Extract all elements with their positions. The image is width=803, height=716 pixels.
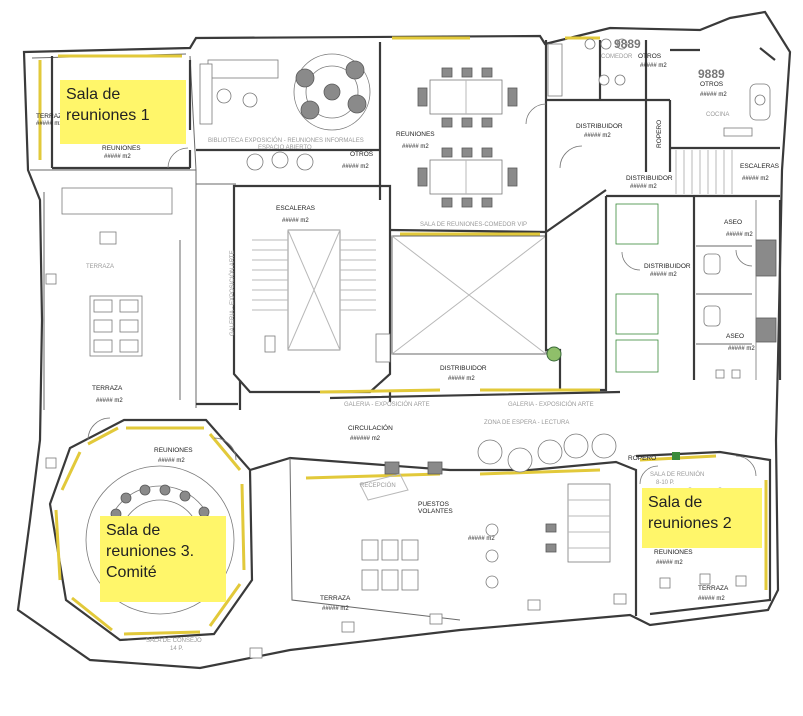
area-aseo-1: ##### m2	[726, 232, 753, 238]
label-sala-consejo-cap: 14 P.	[170, 646, 184, 652]
label-recepcion: RECEPCIÓN	[360, 482, 396, 489]
area-reuniones-se: ##### m2	[656, 560, 683, 566]
label-zona-espera: ZONA DE ESPERA - LECTURA	[484, 420, 569, 426]
area-puestos: ##### m2	[468, 536, 495, 542]
label-terraza-w2: TERRAZA	[92, 385, 123, 392]
label-sala-consejo: SALA DE CONSEJO	[146, 638, 202, 644]
room-escaleras-central	[232, 184, 392, 394]
callout-sala-reuniones-1: Sala de reuniones 1	[60, 80, 186, 144]
label-reuniones-nw: REUNIONES	[102, 145, 141, 152]
callout-text-1: Sala de reuniones 1	[66, 86, 150, 124]
callout-sala-reuniones-2: Sala de reuniones 2	[642, 488, 762, 548]
area-terraza-w2: ##### m2	[96, 398, 123, 404]
label-sala-reunion: SALA DE REUNIÓN	[650, 471, 704, 478]
label-otros-center: OTROS	[350, 151, 374, 158]
callout-text-2: Sala de reuniones 2	[648, 494, 732, 532]
area-terraza-nw: ##### m2	[36, 121, 63, 127]
area-escaleras-e: ##### m2	[742, 176, 769, 182]
label-reuniones-vip: REUNIONES	[396, 131, 435, 138]
label-terraza-nw: TERRAZA	[36, 113, 67, 120]
area-reuniones-nw: ##### m2	[104, 154, 131, 160]
label-aseo-2: ASEO	[726, 333, 744, 340]
area-escaleras-c: ##### m2	[282, 218, 309, 224]
label-galeria-h1: GALERIA - EXPOSICIÓN ARTE	[344, 401, 430, 408]
label-sala-vip: SALA DE REUNIONES-COMEDOR VIP	[420, 222, 527, 228]
label-comedor: COMEDOR	[601, 54, 633, 60]
label-distribuidor-n: DISTRIBUIDOR	[576, 123, 623, 130]
room-biblioteca	[196, 42, 382, 200]
label-ropero-se: ROPERO	[628, 455, 656, 462]
room-circulacion	[249, 433, 638, 659]
gallery-walls	[196, 183, 621, 410]
area-terraza-se: ##### m2	[698, 596, 725, 602]
label-cocina: COCINA	[706, 112, 729, 118]
area-terraza-s: ##### m2	[322, 606, 349, 612]
label-terraza-w: TERRAZA	[86, 264, 114, 270]
label-otros-ne1: OTROS	[638, 53, 662, 60]
label-sala-reunion-cap: 8-10 P.	[656, 480, 675, 486]
callout-text-3: Sala de reuniones 3. Comité	[106, 522, 195, 581]
label-distribuidor-c: DISTRIBUIDOR	[440, 365, 487, 372]
label-distribuidor-ne: DISTRIBUIDOR	[626, 175, 673, 182]
label-otros-ne2: OTROS	[700, 81, 724, 88]
label-circulacion: CIRCULACIÓN	[348, 423, 393, 432]
area-reuniones-sw: ##### m2	[158, 458, 185, 464]
callout-sala-reuniones-3: Sala de reuniones 3. Comité	[100, 516, 226, 602]
label-biblioteca: BIBLIOTECA EXPOSICIÓN - REUNIONES INFORM…	[208, 137, 364, 144]
code-9889-b: 9889	[698, 67, 725, 81]
area-aseo-2: ##### m2	[728, 346, 755, 352]
void-atrium	[391, 189, 608, 392]
code-9889-a: 9889	[614, 37, 641, 51]
label-terraza-se: TERRAZA	[698, 585, 729, 592]
label-puestos: PUESTOS	[418, 501, 450, 508]
area-reuniones-vip: ##### m2	[402, 144, 429, 150]
area-otros-center: ##### m2	[342, 164, 369, 170]
room-distribuidor-north	[546, 36, 776, 172]
area-distribuidor-ne: ##### m2	[630, 184, 657, 190]
label-volantes: VOLANTES	[418, 508, 453, 515]
label-distribuidor-e: DISTRIBUIDOR	[644, 263, 691, 270]
label-galeria-v: GALERIA - EXPOSICIÓN ARTE	[229, 250, 236, 336]
label-galeria-h2: GALERIA - EXPOSICIÓN ARTE	[508, 401, 594, 408]
area-circulacion: ###### m2	[350, 436, 381, 442]
label-reuniones-sw: REUNIONES	[154, 447, 193, 454]
label-terraza-s: TERRAZA	[320, 595, 351, 602]
room-terraza-west	[43, 187, 181, 469]
stairs-east	[675, 150, 733, 194]
label-escaleras-e: ESCALERAS	[740, 163, 780, 170]
area-otros-ne1: ##### m2	[640, 63, 667, 69]
room-aseos-east	[604, 146, 782, 380]
area-distribuidor-c: ##### m2	[448, 376, 475, 382]
label-escaleras-c: ESCALERAS	[276, 205, 316, 212]
label-aseo-1: ASEO	[724, 219, 742, 226]
area-distribuidor-e: ##### m2	[650, 272, 677, 278]
label-reuniones-se: REUNIONES	[654, 549, 693, 556]
area-otros-ne2: ##### m2	[700, 92, 727, 98]
label-ropero-n: ROPERO	[656, 120, 663, 148]
room-reuniones-vip	[389, 36, 548, 236]
area-distribuidor-n: ##### m2	[584, 133, 611, 139]
label-espacio-abierto: ESPACIO ABIERTO	[258, 145, 312, 151]
